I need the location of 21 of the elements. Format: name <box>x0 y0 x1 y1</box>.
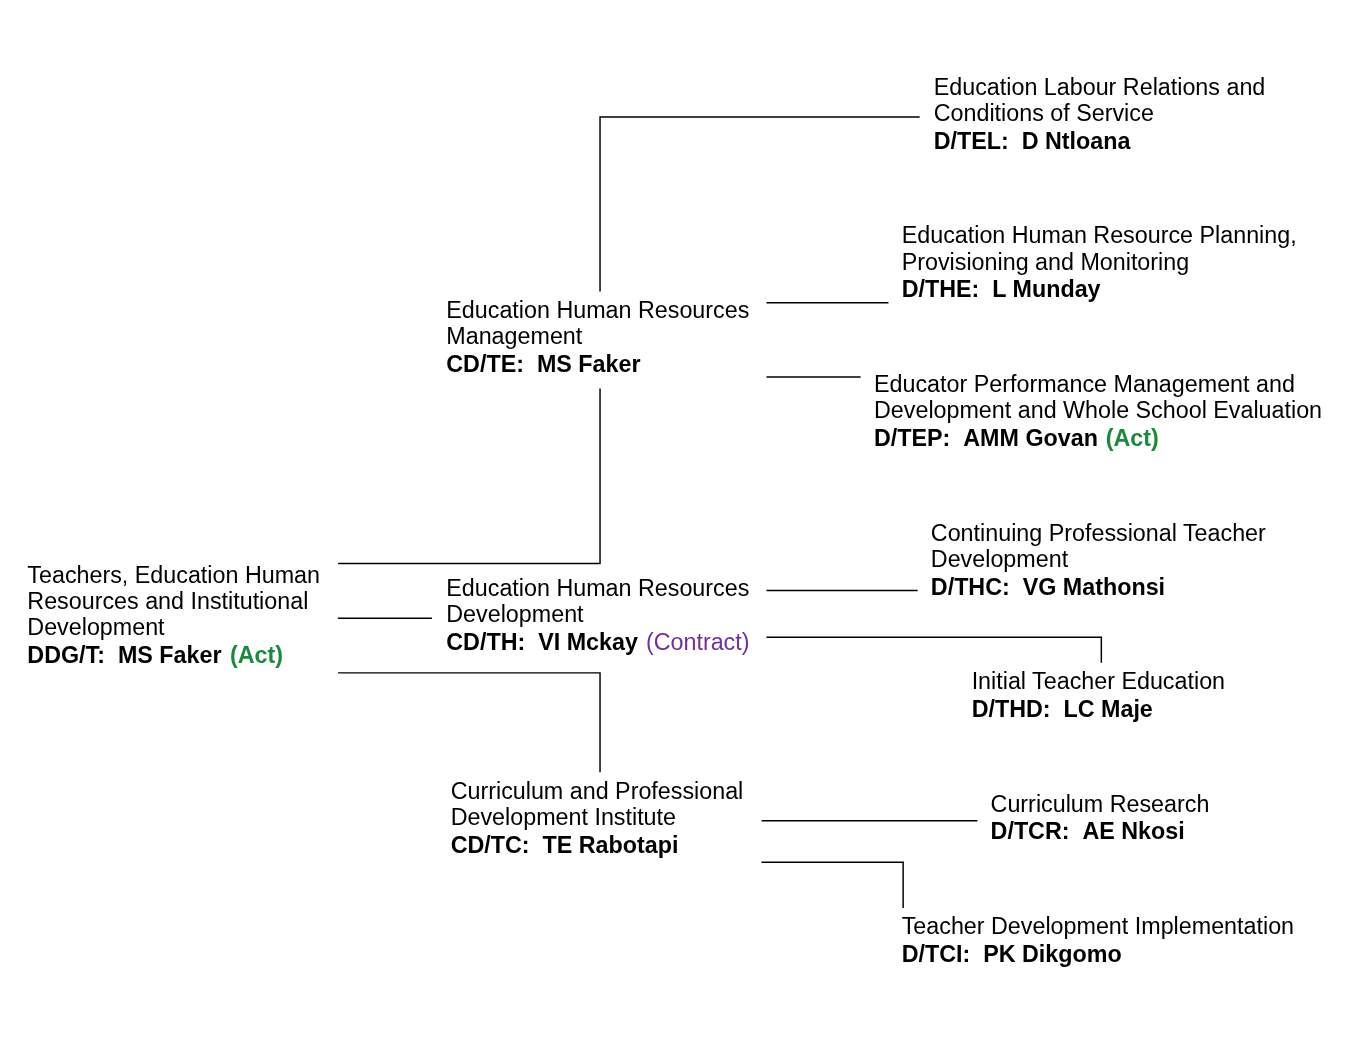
connector <box>765 302 890 304</box>
node-text: Educator Performance Management and Development and Whole School Evaluation D/TEP: AMM Govan (Act) <box>874 371 1323 451</box>
connector <box>337 617 433 619</box>
node-text: Initial Teacher Education D/THD: LC Maje <box>971 668 1226 723</box>
node-text: Teacher Development Implementation D/TCI: PK Dikgomo <box>901 913 1295 967</box>
connector <box>760 861 904 909</box>
connector <box>765 376 862 378</box>
node-text: Curriculum Research D/TCR: AE Nkosi <box>990 790 1210 845</box>
node-text: Education Human Resource Planning, Provisioning and Monitoring D/THE: L Munday <box>901 222 1297 303</box>
connector <box>765 636 1103 664</box>
connector <box>337 672 601 774</box>
node-text: Education Human Resources Management CD/TE: MS Faker <box>446 296 750 377</box>
connector <box>765 589 919 592</box>
node-text: Education Human Resources Development CD/TH: VI Mckay (Contract) <box>446 575 750 655</box>
node-text: Education Labour Relations and Conditions of Service D/TEL: D Ntloana <box>933 73 1266 154</box>
node-text: Curriculum and Professional Development Institute CD/TC: TE Rabotapi <box>450 777 744 858</box>
connector <box>599 116 921 293</box>
connector <box>337 387 601 565</box>
node-text: Teachers, Education Human Resources and Institutional Development DDG/T: MS Faker (Act) <box>27 561 320 669</box>
node-text: Continuing Professional Teacher Development D/THC: VG Mathonsi <box>930 519 1266 600</box>
connector <box>760 820 979 822</box>
